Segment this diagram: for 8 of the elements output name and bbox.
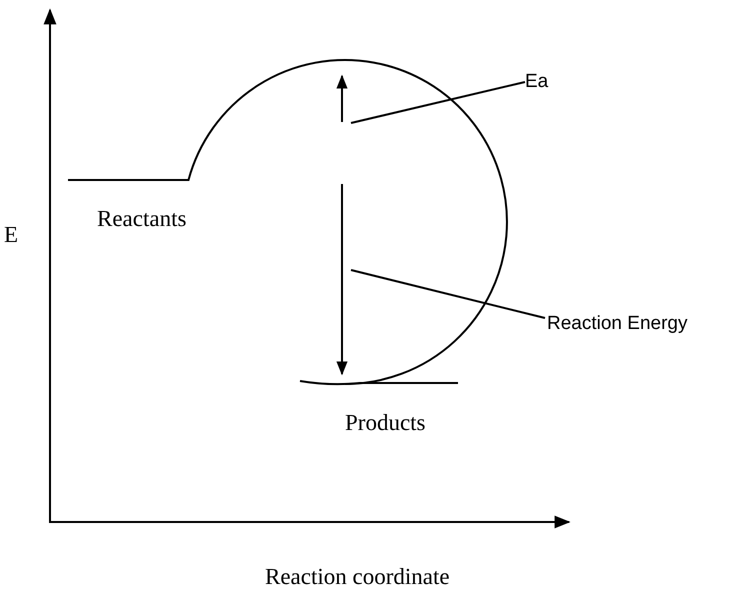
callout-label: Reaction Energy	[547, 314, 688, 333]
leader-line	[350, 269, 546, 319]
axis-label: E	[4, 223, 18, 246]
callout-label: Ea	[525, 72, 548, 91]
leader-line	[350, 81, 526, 124]
axis-label: Reaction coordinate	[265, 565, 450, 588]
curve-label: Products	[345, 411, 426, 434]
curve-label: Reactants	[97, 207, 186, 230]
